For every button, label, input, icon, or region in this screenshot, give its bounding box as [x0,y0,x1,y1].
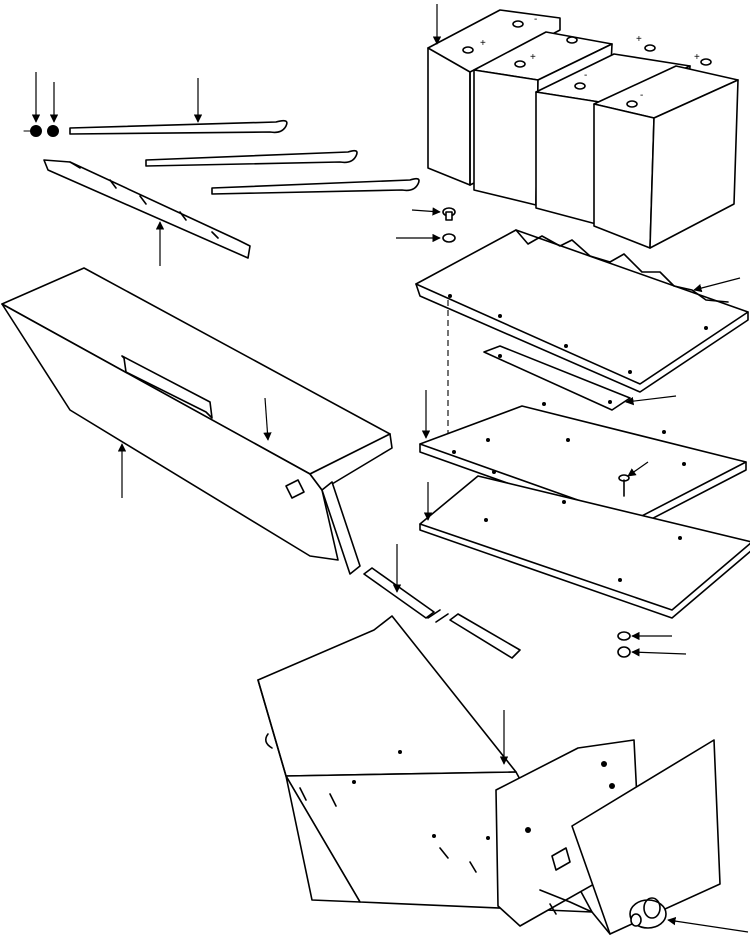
hold-down-rod-2 [145,149,358,167]
terminal-mark: - [640,90,643,101]
callout-arrow [667,916,749,933]
battery-4 [593,58,739,249]
hold-down-bar [43,159,251,259]
battery-cover [1,267,393,575]
battery-terminal-marks: + - + - + - + [480,14,700,101]
terminal-mark: - [534,14,537,25]
terminal-mark: + [694,52,700,63]
terminal-mark: + [530,52,536,63]
nut [47,125,59,137]
hold-down-rod-3 [211,177,420,195]
battery-box [257,615,721,935]
nut-and-washer [617,631,687,658]
bolt-and-washer [396,207,456,243]
cover-latch [285,479,305,499]
mounting-plate-lower [419,475,750,619]
terminal-mark: + [480,38,486,49]
nuts [23,125,59,137]
callout-arrow [263,397,272,441]
box-hook [629,897,667,929]
nut [30,125,42,137]
callout-arrow [625,395,677,406]
battery-tray [415,229,749,393]
hold-down-rod-1 [69,119,288,135]
callout-arrow [693,277,741,293]
screw [618,461,649,497]
terminal-mark: - [584,70,587,81]
cover-handle[interactable] [121,355,213,419]
terminal-mark: + [636,34,642,45]
hinge-pin [363,567,521,659]
